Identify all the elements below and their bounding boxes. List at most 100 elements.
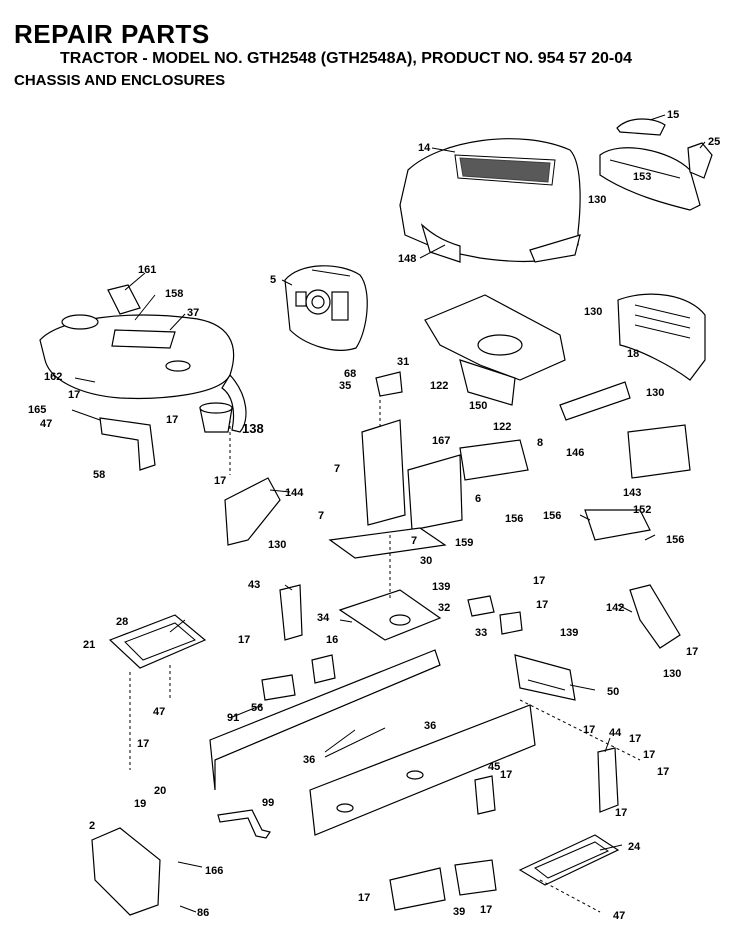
callout-156-a: 156 (505, 513, 523, 525)
callout-122-a: 122 (430, 380, 448, 392)
callout-43: 43 (248, 579, 260, 591)
front-bracket-50-part (514, 654, 576, 701)
emblem-part (616, 118, 666, 136)
callout-7-b: 7 (318, 510, 324, 522)
grille-cover-part (687, 142, 713, 179)
callout-17-top-a: 17 (533, 575, 545, 587)
dash-panel-part (39, 284, 247, 433)
bracket-43-part (279, 584, 303, 641)
callout-130-rear: 130 (646, 387, 664, 399)
callout-17-44-a: 17 (629, 733, 641, 745)
callout-167: 167 (432, 435, 450, 447)
callout-130-hood: 130 (588, 194, 606, 206)
callout-47-step: 47 (153, 706, 165, 718)
callout-5: 5 (270, 274, 276, 286)
bracket-58-part (99, 417, 156, 471)
callout-153: 153 (633, 171, 651, 183)
callout-17-frame-a: 17 (238, 634, 250, 646)
callout-37: 37 (187, 307, 199, 319)
callout-56: 56 (251, 702, 263, 714)
callout-39: 39 (453, 906, 465, 918)
callout-15: 15 (667, 109, 679, 121)
instrument-panel-part (284, 265, 368, 351)
callout-17-bottom-b: 17 (480, 904, 492, 916)
callout-166: 166 (205, 865, 223, 877)
bracket-44-part (597, 747, 619, 813)
side-cover-part (584, 509, 651, 541)
callout-130-144: 130 (268, 539, 286, 551)
floor-plate-part (338, 589, 442, 641)
bracket-16-part (311, 654, 336, 684)
callout-50: 50 (607, 686, 619, 698)
callout-156-c: 156 (666, 534, 684, 546)
callout-44: 44 (609, 727, 622, 739)
callout-24: 24 (628, 841, 641, 853)
callout-17-top-b: 17 (536, 599, 548, 611)
skirt-part (627, 424, 691, 479)
grille-part (599, 147, 701, 211)
callout-34: 34 (317, 612, 330, 624)
callout-36-a: 36 (424, 720, 436, 732)
callout-33: 33 (475, 627, 487, 639)
callout-30: 30 (420, 555, 432, 567)
callout-152: 152 (633, 504, 651, 516)
callout-17-dash-b: 17 (166, 414, 178, 426)
callout-91: 91 (227, 712, 239, 724)
callout-165: 165 (28, 404, 46, 416)
callout-17-front: 17 (583, 724, 595, 736)
bracket-39-part (389, 859, 497, 911)
step-plate-28-part (108, 614, 207, 669)
callout-144: 144 (285, 487, 304, 499)
callout-130-grille: 130 (584, 306, 602, 318)
callout-45: 45 (488, 761, 500, 773)
step-plate-24-part (518, 834, 620, 886)
callout-28: 28 (116, 616, 128, 628)
fender-extension-part (559, 381, 631, 421)
callout-122-b: 122 (493, 421, 511, 433)
callout-32: 32 (438, 602, 450, 614)
model-line: TRACTOR - MODEL NO. GTH2548 (GTH2548A), … (60, 50, 632, 67)
callout-86: 86 (197, 907, 209, 919)
leader-lines (74, 114, 706, 913)
callout-20: 20 (154, 785, 166, 797)
plate-2-part (91, 827, 161, 916)
callout-138: 138 (242, 421, 264, 436)
callout-17-44-b: 17 (643, 749, 655, 761)
callout-161: 161 (138, 264, 156, 276)
bracket-32-part (467, 595, 495, 617)
callout-17-144: 17 (214, 475, 226, 487)
frame-rail-left-part (209, 649, 441, 791)
callout-17-44-c: 17 (657, 766, 669, 778)
callout-139-a: 139 (432, 581, 450, 593)
callout-130-142: 130 (663, 668, 681, 680)
callout-25: 25 (708, 136, 720, 148)
page-title: REPAIR PARTS (14, 19, 210, 49)
bracket-33-part (499, 611, 523, 635)
callout-21: 21 (83, 639, 95, 651)
callout-16: 16 (326, 634, 338, 646)
callout-150: 150 (469, 400, 487, 412)
callout-162: 162 (44, 371, 62, 383)
callout-17-44-d: 17 (615, 807, 627, 819)
callout-148: 148 (398, 253, 416, 265)
callout-68: 68 (344, 368, 356, 380)
callout-158: 158 (165, 288, 183, 300)
callout-36-b: 36 (303, 754, 315, 766)
bracket-56-part (261, 674, 296, 701)
callout-19: 19 (134, 798, 146, 810)
callout-14: 14 (418, 142, 431, 154)
hood-part (399, 138, 581, 263)
frame-rail-right-part (309, 704, 536, 836)
callout-31: 31 (397, 356, 409, 368)
rear-grille-part (617, 293, 706, 381)
callout-47-bottom: 47 (613, 910, 625, 922)
callout-17-frame-b: 17 (137, 738, 149, 750)
callout-6: 6 (475, 493, 481, 505)
callout-143: 143 (623, 487, 641, 499)
callout-146: 146 (566, 447, 584, 459)
callout-2: 2 (89, 820, 95, 832)
callout-7-a: 7 (334, 463, 340, 475)
callout-139-b: 139 (560, 627, 578, 639)
bracket-144-part (224, 477, 281, 546)
